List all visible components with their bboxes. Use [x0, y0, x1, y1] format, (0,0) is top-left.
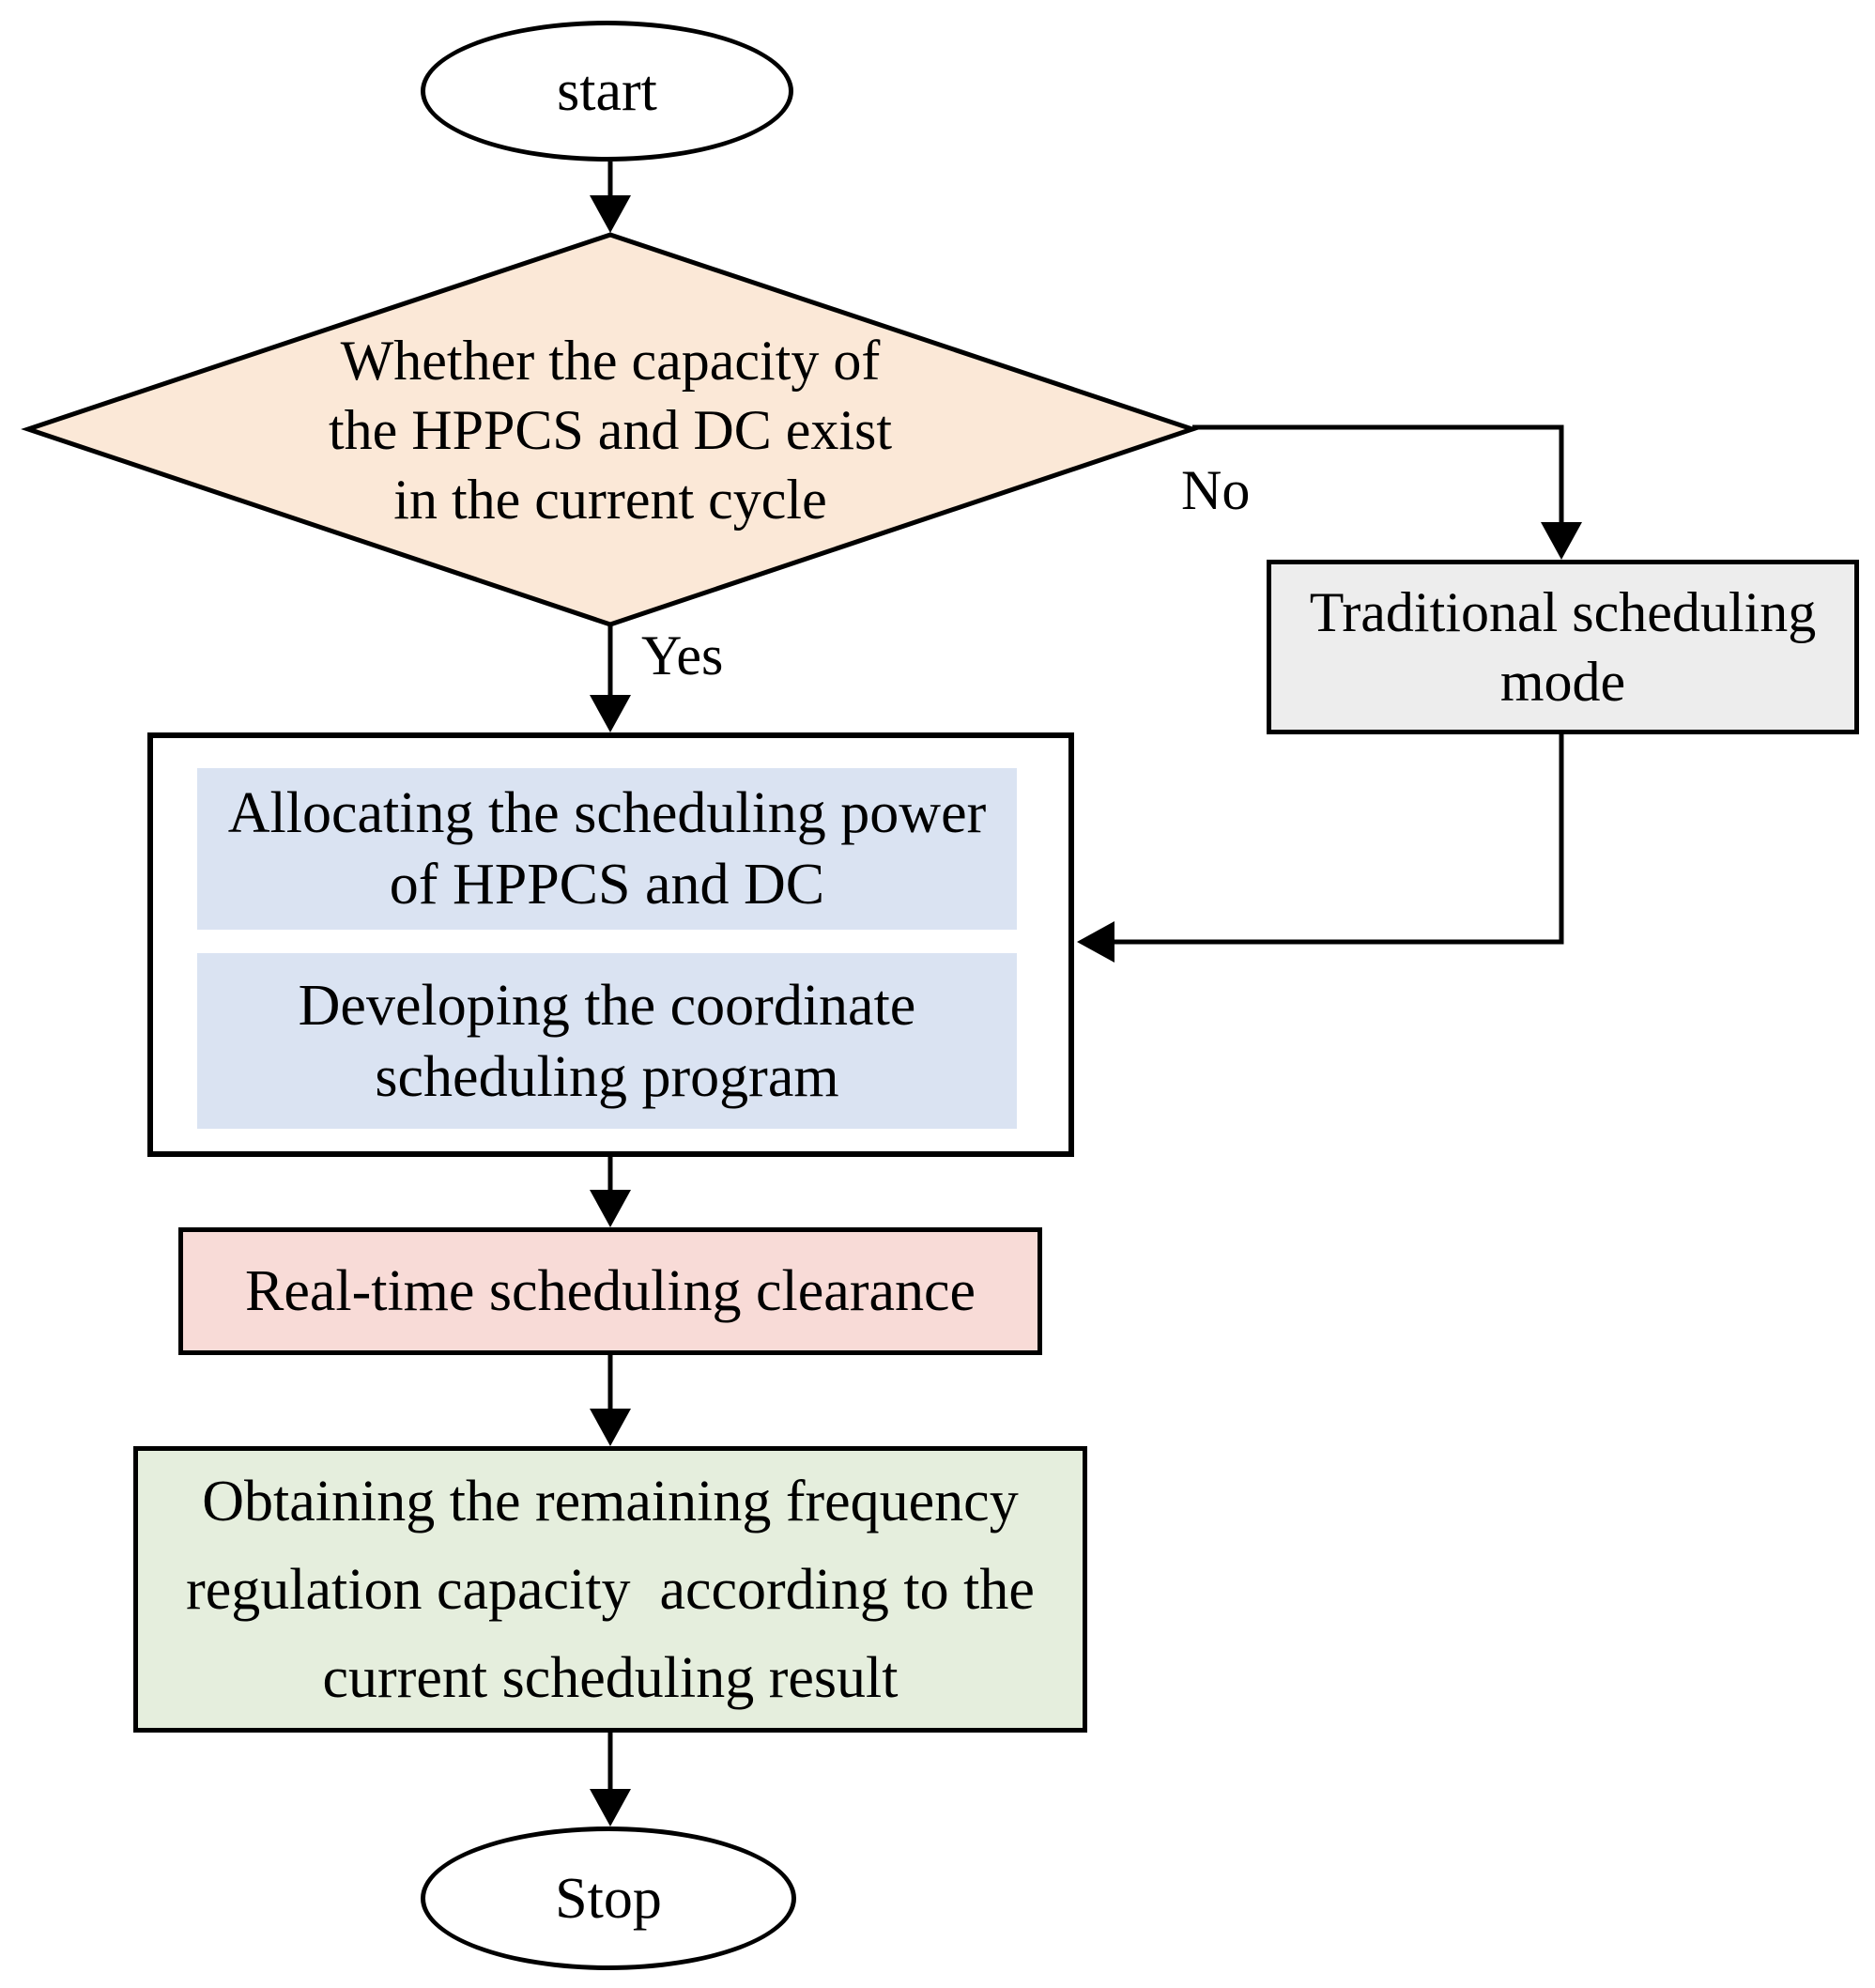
arrow-obtaining-to-stop	[590, 1733, 631, 1826]
arrow-traditional-to-process	[1077, 734, 1564, 963]
arrow-process-to-realtime	[590, 1157, 631, 1227]
stop-node: Stop	[421, 1826, 796, 1970]
start-label: start	[557, 59, 657, 123]
developing-box: Developing the coordinate scheduling pro…	[197, 953, 1017, 1129]
arrow-decision-yes-to-process	[590, 623, 631, 732]
realtime-clearance-box: Real-time scheduling clearance	[178, 1227, 1042, 1355]
arrow-decision-no-to-traditional	[1192, 424, 1582, 560]
yes-label: Yes	[641, 624, 724, 686]
obtaining-capacity-box: Obtaining the remaining frequency regula…	[133, 1446, 1087, 1733]
allocating-box: Allocating the scheduling power of HPPCS…	[197, 768, 1017, 930]
decision-label: Whether the capacity of the HPPCS and DC…	[328, 329, 893, 531]
traditional-scheduling-box: Traditional scheduling mode	[1267, 560, 1859, 734]
arrow-start-to-decision	[590, 162, 631, 233]
no-label: No	[1181, 459, 1251, 521]
stop-label: Stop	[555, 1866, 662, 1931]
arrow-realtime-to-obtaining	[590, 1355, 631, 1446]
start-node: start	[421, 21, 793, 162]
